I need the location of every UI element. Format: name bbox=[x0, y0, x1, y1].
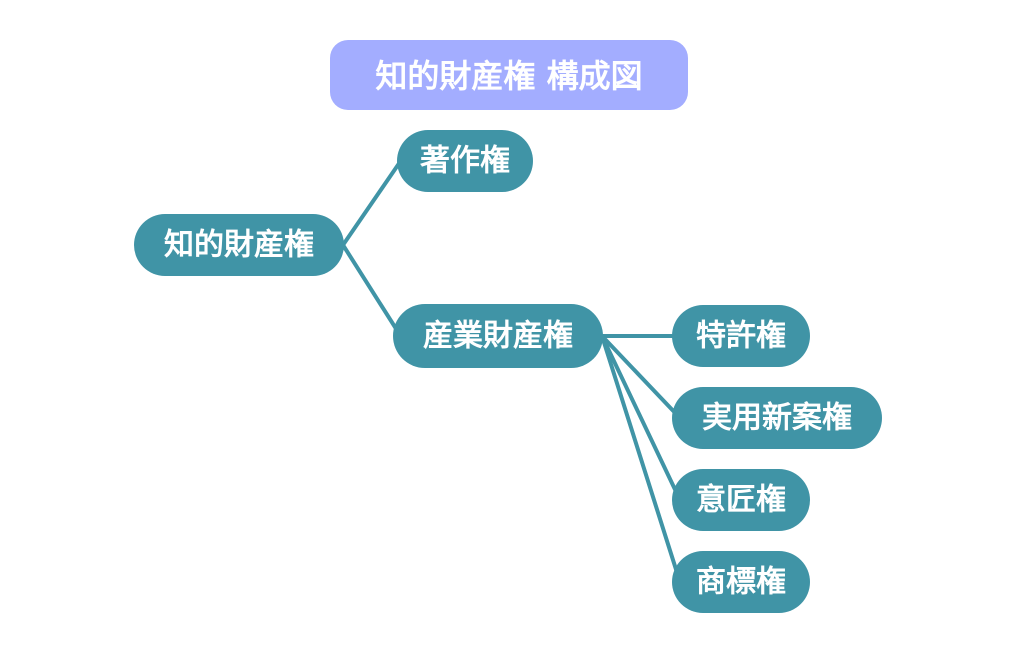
node-root-label: 知的財産権 bbox=[164, 228, 314, 263]
title-text: 知的財産権 構成図 bbox=[375, 57, 642, 95]
edge-industrial-trademark bbox=[600, 334, 682, 584]
node-root-background bbox=[134, 214, 344, 276]
title-background bbox=[330, 40, 688, 110]
node-root: 知的財産権 bbox=[134, 214, 344, 276]
node-patent-label: 特許権 bbox=[696, 319, 786, 354]
node-design-background bbox=[672, 469, 810, 531]
node-patent-background bbox=[672, 305, 810, 367]
node-design-label: 意匠権 bbox=[696, 483, 786, 518]
node-utility-background bbox=[672, 387, 882, 449]
edge-industrial-utility bbox=[600, 334, 682, 420]
node-utility-label: 実用新案権 bbox=[702, 401, 852, 436]
diagram-title: 知的財産権 構成図 bbox=[330, 40, 688, 110]
node-design: 意匠権 bbox=[672, 469, 810, 531]
node-trademark-background bbox=[672, 551, 810, 613]
node-industrial: 産業財産権 bbox=[393, 304, 603, 368]
edge-root-copyright bbox=[341, 160, 402, 247]
node-trademark: 商標権 bbox=[672, 551, 810, 613]
node-patent: 特許権 bbox=[672, 305, 810, 367]
node-utility: 実用新案権 bbox=[672, 387, 882, 449]
node-industrial-background bbox=[393, 304, 603, 368]
node-copyright-label: 著作権 bbox=[420, 144, 510, 179]
node-industrial-label: 産業財産権 bbox=[423, 319, 573, 354]
edge-industrial-design bbox=[600, 334, 682, 502]
edge-root-industrial bbox=[341, 243, 402, 337]
connector-lines bbox=[341, 160, 682, 584]
node-copyright: 著作権 bbox=[397, 130, 533, 192]
node-copyright-background bbox=[397, 130, 533, 192]
node-trademark-label: 商標権 bbox=[696, 565, 786, 600]
